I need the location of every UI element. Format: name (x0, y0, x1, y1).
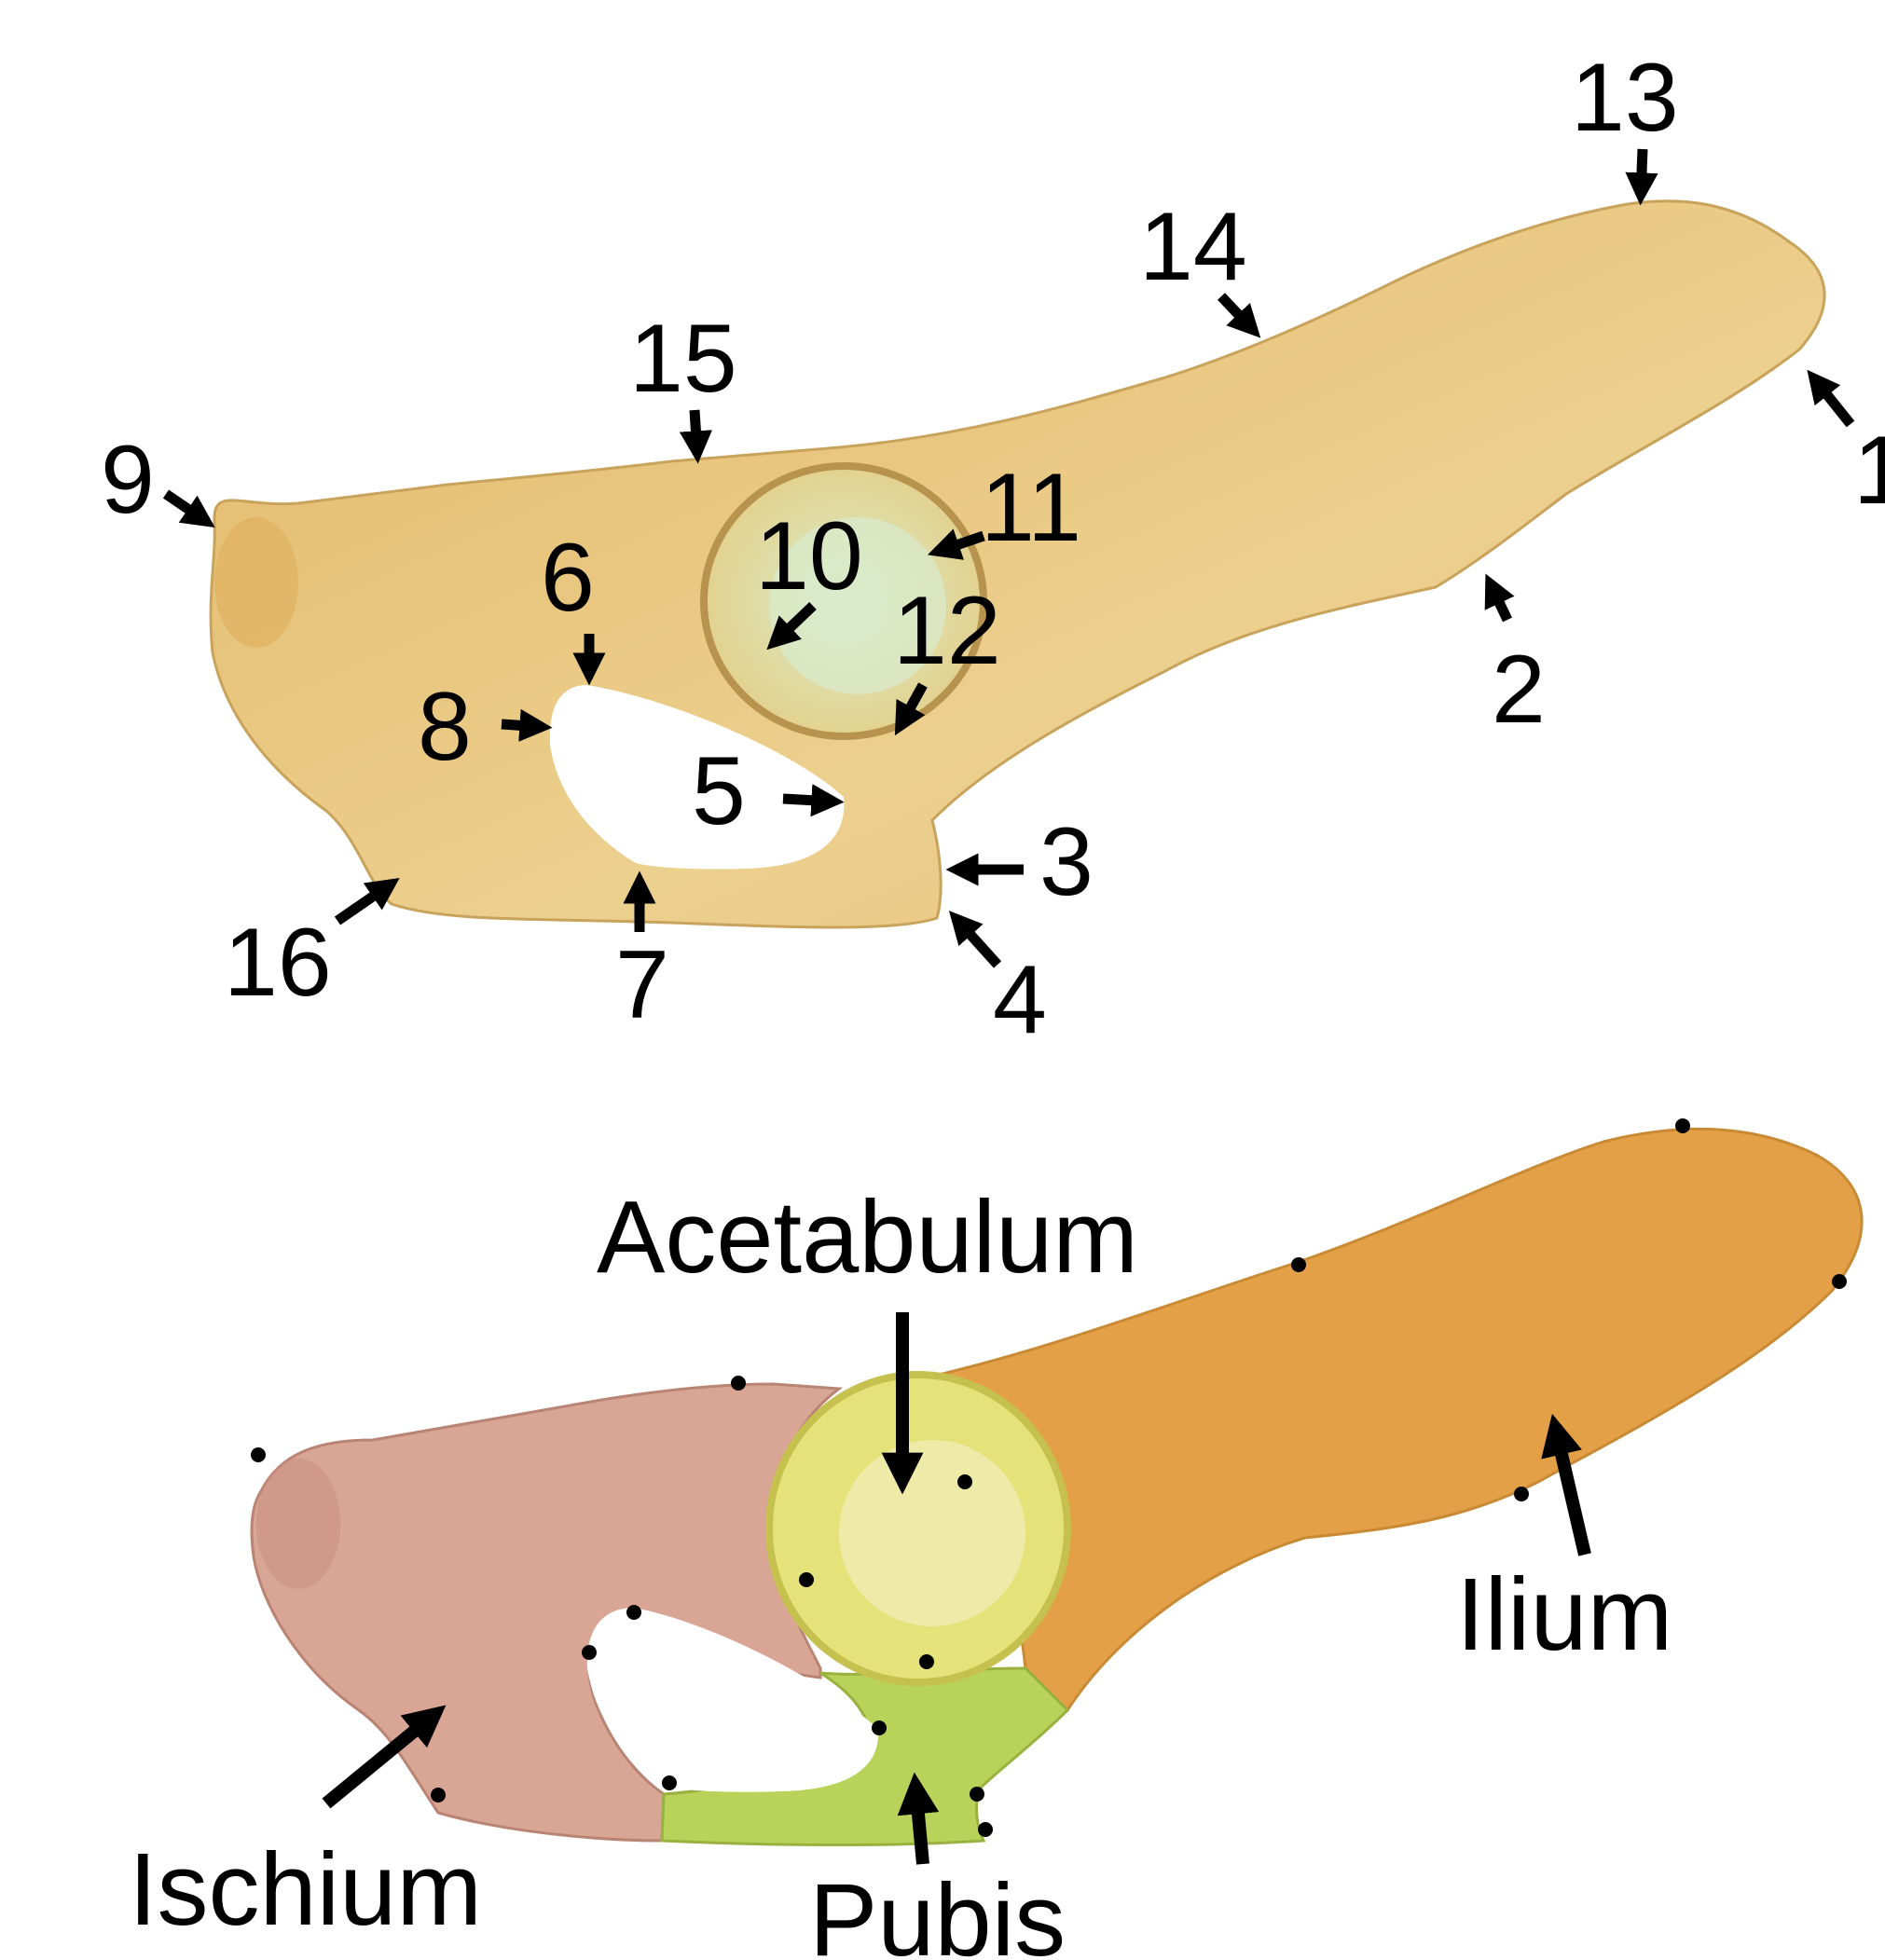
landmark-label-16: 16 (224, 909, 332, 1017)
landmark-label-5: 5 (692, 737, 746, 845)
landmark-label-6: 6 (541, 524, 595, 632)
top-bone-silhouette (211, 201, 1824, 927)
landmark-label-15: 15 (629, 305, 737, 413)
top-panel: 1 2 3 4 5 6 7 8 9 10 11 12 13 14 15 16 (101, 44, 1885, 1054)
landmark-label-12: 12 (893, 577, 1001, 685)
landmark-label-13: 13 (1571, 44, 1679, 152)
landmark-label-9: 9 (101, 426, 155, 534)
landmark-label-10: 10 (755, 502, 863, 610)
landmark-label-2: 2 (1492, 636, 1546, 744)
bottom-panel: Acetabulum Ilium Ischium Pubis (129, 1118, 1862, 1960)
landmark-label-14: 14 (1139, 193, 1247, 301)
label-pubis: Pubis (809, 1863, 1066, 1960)
landmark-label-7: 7 (615, 931, 669, 1039)
landmark-label-11: 11 (981, 454, 1081, 562)
label-ilium: Ilium (1456, 1557, 1672, 1672)
landmark-label-1: 1 (1853, 417, 1885, 525)
landmark-label-8: 8 (418, 673, 472, 781)
label-ischium: Ischium (129, 1832, 482, 1947)
label-acetabulum: Acetabulum (597, 1180, 1138, 1295)
landmark-label-3: 3 (1039, 808, 1094, 916)
landmark-label-4: 4 (993, 946, 1047, 1054)
